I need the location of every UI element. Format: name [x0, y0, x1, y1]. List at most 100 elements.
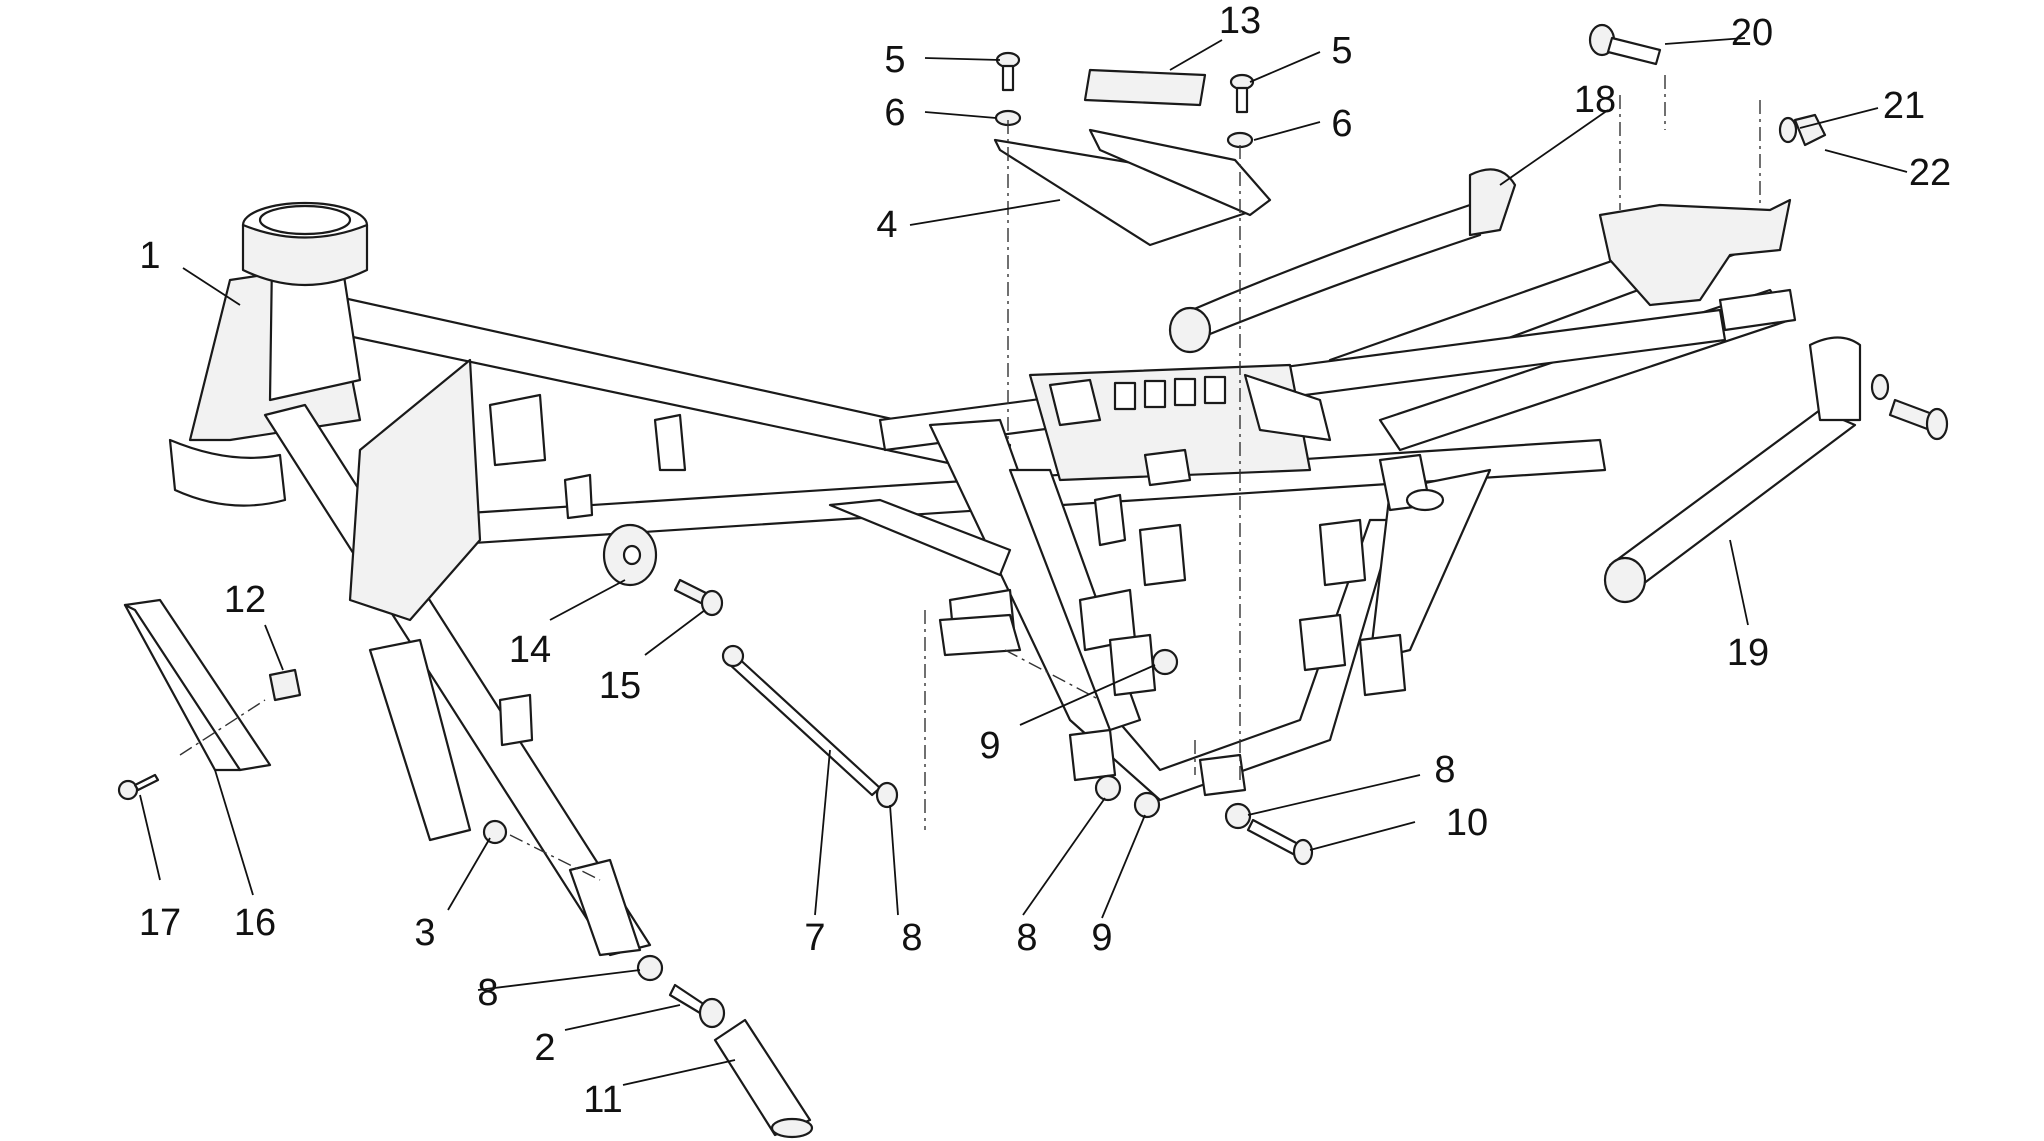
headstock-bottom-cup — [168, 438, 287, 507]
lug — [653, 413, 687, 472]
loose-parts — [117, 23, 1949, 1139]
tray-slot — [1203, 375, 1227, 405]
callout-22: 22 — [1909, 152, 1951, 194]
rear-bracket — [1718, 288, 1797, 332]
callout-15: 15 — [599, 665, 641, 707]
callout-7: 7 — [804, 917, 825, 959]
steering-head — [168, 201, 369, 507]
lug — [1068, 728, 1117, 782]
leader — [139, 794, 161, 881]
cover-plate-upper — [1088, 128, 1272, 217]
leader — [644, 609, 706, 656]
pivot-boss — [1405, 488, 1445, 512]
long-through-bolt — [726, 653, 882, 797]
tray-clip — [1143, 448, 1192, 487]
protective-sleeve-11 — [713, 1018, 812, 1137]
lug — [938, 613, 1022, 657]
screw-shank — [1235, 86, 1249, 114]
callout-8-right: 8 — [1434, 749, 1455, 791]
callout-8-center: 8 — [1016, 917, 1037, 959]
callout-5-left: 5 — [884, 39, 905, 81]
callout-8-lower-left: 8 — [477, 972, 498, 1014]
callout-8-bolt7: 8 — [901, 917, 922, 959]
screw-5-right — [1229, 73, 1255, 114]
cradle-inner-tube — [1008, 468, 1142, 732]
callout-6-left: 6 — [884, 92, 905, 134]
lug — [563, 473, 594, 520]
washer-8-right — [1224, 802, 1252, 830]
screw-shank — [1001, 64, 1015, 92]
leader — [447, 837, 491, 911]
rear-stay-bar-lower — [1608, 408, 1857, 592]
nut-9-upper — [1151, 648, 1179, 676]
screw-5-left — [995, 51, 1021, 92]
callout-12: 12 — [224, 579, 266, 621]
rear-stay-bar — [1178, 203, 1482, 342]
washer-8-lower — [636, 954, 664, 982]
tray-slot — [1113, 381, 1137, 411]
headstock-collar — [241, 223, 369, 287]
callout-18: 18 — [1574, 79, 1616, 121]
leader — [1309, 821, 1416, 851]
callout-3: 3 — [414, 912, 435, 954]
rubber-pad — [1083, 68, 1207, 107]
nut-3 — [482, 819, 508, 845]
leader — [1824, 149, 1908, 173]
rear-carrier-plate — [1598, 198, 1792, 307]
leader — [924, 111, 997, 119]
mounting-lugs — [488, 393, 1445, 797]
lug — [498, 693, 534, 747]
rubber-mount-hole — [622, 544, 642, 566]
leader — [564, 1004, 681, 1031]
callout-11: 11 — [583, 1079, 622, 1121]
leader — [814, 749, 831, 916]
bolt-15-head — [700, 589, 724, 617]
guard-plate-edge — [123, 603, 242, 772]
callout-10: 10 — [1446, 802, 1488, 844]
callout-9-lower: 9 — [1091, 917, 1112, 959]
callout-4: 4 — [876, 204, 897, 246]
lug — [1093, 493, 1127, 547]
tray-slot — [1173, 377, 1197, 407]
leader — [1499, 109, 1609, 186]
washer-8-left — [875, 781, 899, 809]
down-tube-bracket — [568, 858, 642, 957]
assembly-guides — [179, 75, 1761, 881]
bolt-10-shank — [1246, 818, 1302, 857]
callout-17: 17 — [139, 902, 181, 944]
washer-6-right — [1226, 131, 1254, 149]
washer — [1870, 373, 1890, 401]
stay-bend — [1808, 336, 1862, 422]
leader — [1019, 664, 1156, 726]
callout-9-upper: 9 — [979, 725, 1000, 767]
leader — [214, 769, 254, 896]
callout-6-right: 6 — [1331, 103, 1352, 145]
leader — [477, 969, 641, 991]
nut-9-lower — [1133, 791, 1161, 819]
screw-17-shank — [133, 773, 160, 792]
stay-end-plate — [1468, 168, 1517, 237]
tray-bracket — [1243, 373, 1332, 442]
leader — [1799, 107, 1879, 129]
tray-clip — [1048, 378, 1102, 427]
lug — [1198, 753, 1247, 797]
side-brace — [828, 498, 1012, 577]
headstock-bore — [258, 204, 352, 236]
washer-8-mid — [1094, 774, 1122, 802]
guide-line — [509, 834, 601, 881]
screw-17-head — [117, 779, 139, 801]
stay-bushing-lower — [1603, 556, 1647, 604]
leader — [182, 267, 241, 306]
guide-line — [179, 699, 266, 756]
lug — [1298, 613, 1347, 672]
long-bolt-head — [721, 644, 745, 668]
leader — [549, 579, 626, 621]
tray-slot — [1143, 379, 1167, 409]
leader — [622, 1059, 736, 1086]
bolt-2-head — [698, 997, 726, 1029]
callout-labels: 1 2 3 4 5 5 6 6 7 8 8 8 8 9 9 10 11 12 1… — [139, 0, 1951, 1121]
bolt-head — [1925, 407, 1949, 441]
rear-shock-tower — [1368, 468, 1492, 662]
leader — [264, 624, 284, 671]
